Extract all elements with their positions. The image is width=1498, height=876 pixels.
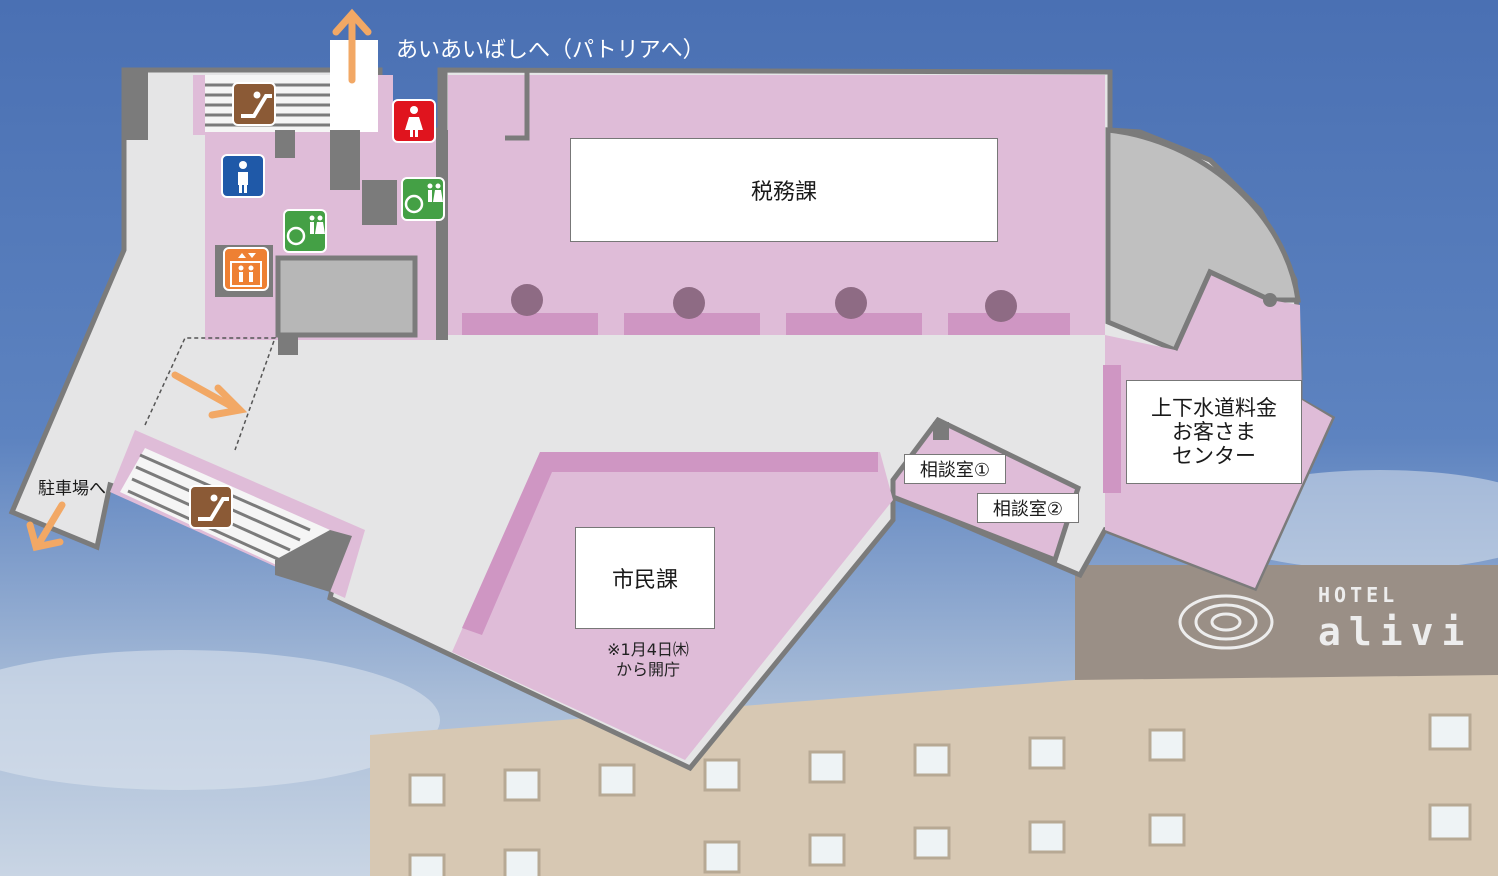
accessible-restroom-icon: [283, 209, 327, 253]
bridge-direction-label: あいあいばしへ（パトリアへ）: [396, 38, 705, 63]
entrance-arrow-icon: [171, 371, 248, 419]
exit-arrow-icon: [332, 8, 372, 84]
citizen-division-label: 市民課: [575, 527, 715, 629]
citizen-opening-note-line2: から開庁: [615, 660, 680, 679]
hotel-sign-name: alivi: [1318, 610, 1473, 654]
tax-division-label: 税務課: [570, 138, 998, 242]
pillars: [511, 284, 1017, 322]
escalator-icon: [232, 82, 276, 126]
consult-room-2-text: 相談室②: [992, 499, 1064, 520]
accessible-restroom-icon: [401, 177, 445, 221]
water-center-line3: センター: [1172, 444, 1256, 468]
water-center-line2: お客さま: [1172, 420, 1256, 444]
tax-division-text: 税務課: [750, 180, 817, 205]
consult-room-2-label: 相談室②: [977, 493, 1079, 523]
escalator-icon: [189, 485, 233, 529]
hotel-sign-word: HOTEL: [1318, 583, 1399, 607]
entrance-outline: [144, 337, 277, 451]
citizen-opening-note-line1: ※1月4日㈭: [607, 640, 689, 659]
water-center-line1: 上下水道料金: [1151, 396, 1277, 420]
mens-restroom-icon: [221, 154, 265, 198]
consult-room-1-label: 相談室①: [904, 454, 1006, 484]
elevator-icon: [223, 247, 269, 291]
citizen-opening-note: ※1月4日㈭ から開庁: [588, 640, 708, 680]
citizen-division-text: 市民課: [611, 568, 678, 593]
water-center-label: 上下水道料金 お客さま センター: [1126, 380, 1302, 484]
hotel-logo: [1178, 594, 1274, 650]
parking-arrow-icon: [26, 501, 66, 552]
consult-room-1-text: 相談室①: [919, 460, 991, 481]
parking-direction-label: 駐車場へ: [38, 479, 106, 499]
service-counters: [462, 313, 1070, 335]
womens-restroom-icon: [392, 99, 436, 143]
cloud: [0, 650, 440, 790]
